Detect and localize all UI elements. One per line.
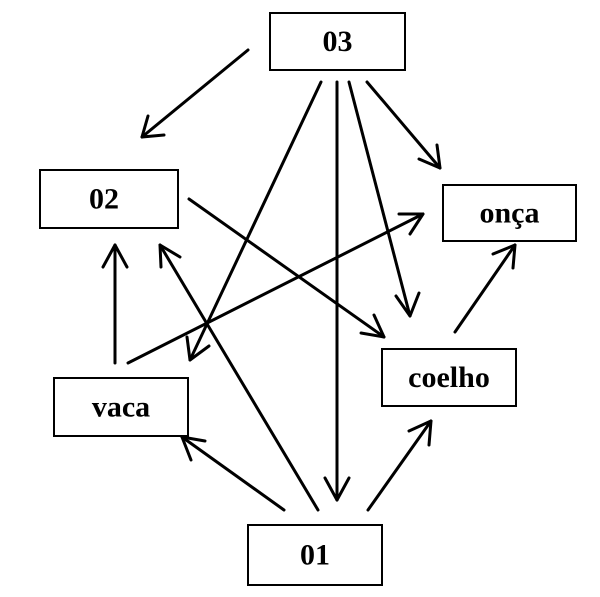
node-vaca: vaca: [53, 377, 189, 437]
node-02-label: 02: [89, 183, 119, 216]
node-vaca-label: vaca: [92, 391, 150, 424]
edge-03-to-vaca: [185, 80, 323, 362]
node-coelho-label: coelho: [408, 361, 490, 394]
edge-03-to-02: [140, 48, 250, 139]
edges: [101, 48, 517, 512]
edge-03-to-coelho: [347, 80, 421, 318]
edge-01-to-vaca: [180, 435, 286, 512]
node-onca-label: onça: [480, 197, 540, 230]
node-coelho: coelho: [381, 348, 517, 407]
node-03: 03: [269, 12, 406, 71]
edge-vaca-to-onca: [126, 212, 425, 365]
edge-01-to-02: [158, 243, 320, 512]
edge-03-to-01: [323, 80, 351, 502]
node-02: 02: [39, 169, 179, 229]
edge-02-to-coelho: [187, 197, 386, 339]
node-01-label: 01: [300, 539, 330, 572]
edge-vaca-to-02: [101, 243, 129, 365]
edge-01-to-coelho: [366, 419, 433, 512]
node-onca: onça: [442, 184, 577, 242]
edge-coelho-to-onca: [453, 243, 517, 334]
edge-03-to-onca: [365, 80, 442, 170]
node-03-label: 03: [323, 25, 353, 58]
node-01: 01: [247, 524, 383, 586]
